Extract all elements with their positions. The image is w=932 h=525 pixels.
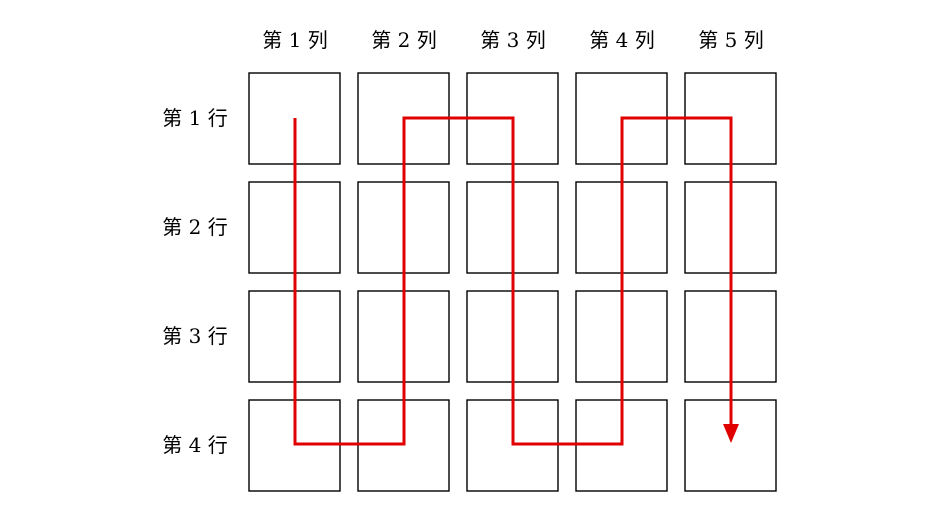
row-label-2: 第 2 行 <box>162 215 227 239</box>
column-label-1: 第 1 列 <box>262 28 327 52</box>
column-labels: 第 1 列 第 2 列 第 3 列 第 4 列 第 5 列 <box>262 28 763 52</box>
arrow-head-icon <box>723 424 739 443</box>
column-label-5: 第 5 列 <box>698 28 763 52</box>
row-label-1: 第 1 行 <box>162 106 227 130</box>
row-labels: 第 1 行 第 2 行 第 3 行 第 4 行 <box>162 106 227 457</box>
column-label-2: 第 2 列 <box>371 28 436 52</box>
snake-path-line <box>293 116 733 446</box>
column-label-4: 第 4 列 <box>589 28 654 52</box>
traversal-path <box>293 116 739 446</box>
column-label-3: 第 3 列 <box>480 28 545 52</box>
row-label-4: 第 4 行 <box>162 433 227 457</box>
row-label-3: 第 3 行 <box>162 324 227 348</box>
